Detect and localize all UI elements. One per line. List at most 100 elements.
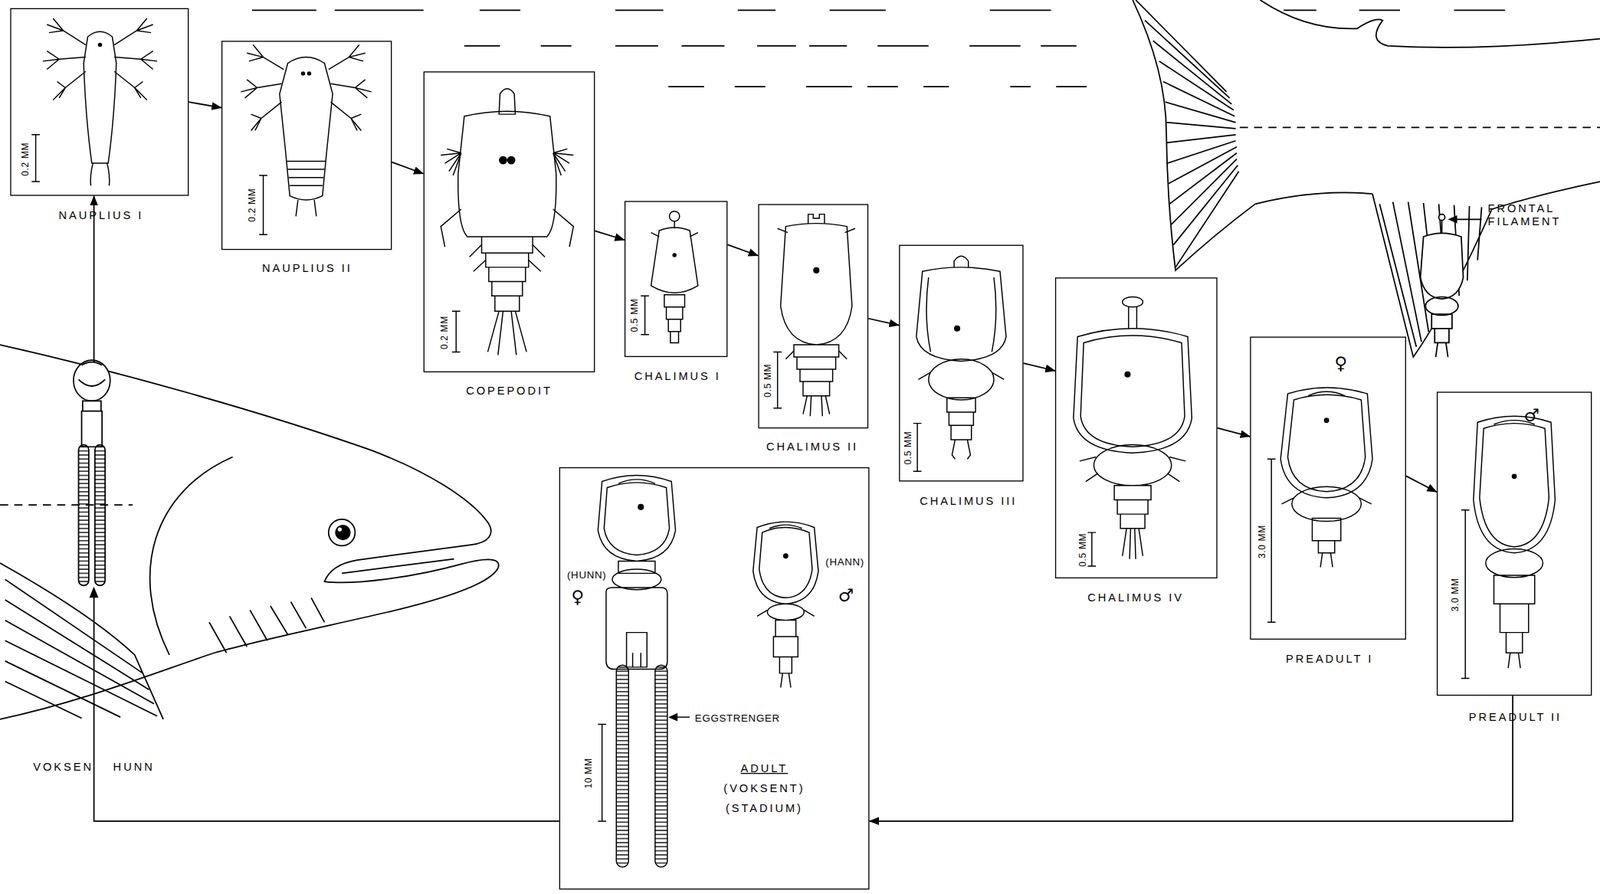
chalimus-one (640, 211, 699, 344)
frontal-filament (1439, 214, 1446, 221)
arrow-head (89, 586, 99, 599)
sex-label: (HANN) (825, 556, 865, 568)
preadult-two (1461, 416, 1556, 679)
scale-label: 3.0 MM (1449, 577, 1461, 612)
louse-body (1473, 416, 1556, 653)
scale-label: 0.5 MM (763, 363, 774, 398)
chalimus-four (1073, 297, 1192, 568)
stage-box: PREADULT II♂3.0 MM (1436, 391, 1592, 696)
stage-box: ADULT(VOKSENT)(STADIUM)(HUNN)♀(HANN)♂EGG… (559, 467, 870, 890)
louse-shield (73, 360, 111, 401)
larva-body (83, 31, 117, 164)
water-dash (668, 85, 1087, 88)
scale-bar (640, 295, 650, 335)
stage-box: PREADULT I♀3.0 MM (1249, 336, 1407, 640)
stage-box: CHALIMUS II0.5 MM (757, 203, 869, 429)
leader-line (1455, 218, 1482, 220)
larva-eyes (301, 72, 311, 76)
stage-label: CHALIMUS II (766, 440, 859, 454)
louse-detail (1281, 391, 1372, 568)
larva-eye (813, 268, 820, 274)
adult-lice (597, 475, 819, 868)
fin-edge (1132, 0, 1256, 271)
larva-body (458, 88, 557, 312)
larva-limbs (240, 45, 371, 217)
fish-outline (0, 344, 499, 720)
louse-body (1280, 387, 1373, 554)
life-cycle-arrow (869, 695, 1514, 822)
sex-symbol: ♂ (1524, 406, 1540, 427)
life-cycle-arrow (94, 196, 560, 822)
stage-box: NAUPLIUS II0.2 MM (221, 40, 392, 250)
louse-detail (78, 362, 106, 387)
scale-label: 0.2 MM (19, 142, 31, 177)
stage-label: PREADULT II (1468, 711, 1562, 725)
stage-box: COPEPODIT0.2 MM (423, 71, 596, 373)
frontal-filament (669, 211, 680, 222)
larva-limbs (42, 18, 158, 186)
nauplius-two (240, 45, 371, 236)
salmon-head (0, 344, 499, 720)
female-detail (603, 479, 669, 668)
egg-string (655, 665, 668, 868)
lateral-line (1239, 127, 1600, 129)
scale-bar (773, 351, 782, 408)
scale-label: 0.5 MM (902, 431, 914, 466)
scale-bar (1267, 459, 1276, 623)
pectoral-fin (0, 563, 164, 720)
nauplius-one (31, 18, 158, 186)
fish-pupil (335, 525, 351, 541)
life-cycle-arrow (594, 230, 625, 240)
gill-cover (150, 457, 233, 656)
scale-bar (452, 311, 461, 352)
larva-eyes (499, 156, 515, 164)
scale-bar (597, 724, 607, 822)
life-cycle-arrow (868, 318, 899, 326)
louse-eye (1511, 474, 1516, 479)
part-label: FRONTAL FILAMENT (1488, 202, 1574, 229)
anal-fin (1372, 193, 1492, 358)
larva-eye (98, 43, 102, 47)
male-detail (757, 524, 815, 688)
scale-label: 0.5 MM (629, 298, 640, 332)
louse-body (1420, 232, 1464, 343)
egg-string (95, 445, 105, 587)
water-dash (252, 9, 1505, 11)
larva-body (651, 227, 699, 343)
fish-eye (328, 519, 356, 547)
scale-label: 0.2 MM (439, 315, 451, 350)
female-body (597, 475, 676, 670)
chalimus-two (773, 214, 856, 417)
chalimus-three (913, 255, 1007, 472)
body-outline (1255, 0, 1600, 210)
louse-eye (783, 554, 788, 558)
frontal-filament (1122, 297, 1144, 334)
leader-line (675, 716, 691, 718)
larva-body (780, 223, 853, 397)
scale-label: 3.0 MM (1256, 524, 1268, 559)
scale-label: 0.5 MM (1077, 533, 1089, 568)
fin-rays (1135, 0, 1239, 268)
mouth-line (341, 559, 454, 574)
water-dash (464, 45, 1077, 47)
stage-label: CHALIMUS IV (1087, 591, 1184, 605)
life-cycle-arrow (1023, 363, 1056, 371)
larva-body (916, 267, 1007, 440)
louse-eye (1324, 418, 1328, 423)
scale-bar (1088, 532, 1097, 567)
larva-limbs (651, 221, 699, 237)
arrow-head (668, 713, 678, 722)
scale-bar (913, 423, 922, 473)
stage-box: CHALIMUS I0.5 MM (624, 200, 728, 358)
larva-limbs (918, 277, 1004, 460)
stage-label: CHALIMUS I (634, 370, 722, 384)
stage-label: PREADULT I (1285, 652, 1374, 666)
larva-limbs (1079, 335, 1186, 560)
larva-limbs (777, 228, 856, 417)
salmon-tail (1132, 0, 1600, 358)
stage-note: (STADIUM) (725, 801, 804, 815)
stage-label: NAUPLIUS II (262, 262, 353, 276)
arrow-head (1448, 215, 1458, 224)
jaw-hatching (209, 597, 325, 653)
